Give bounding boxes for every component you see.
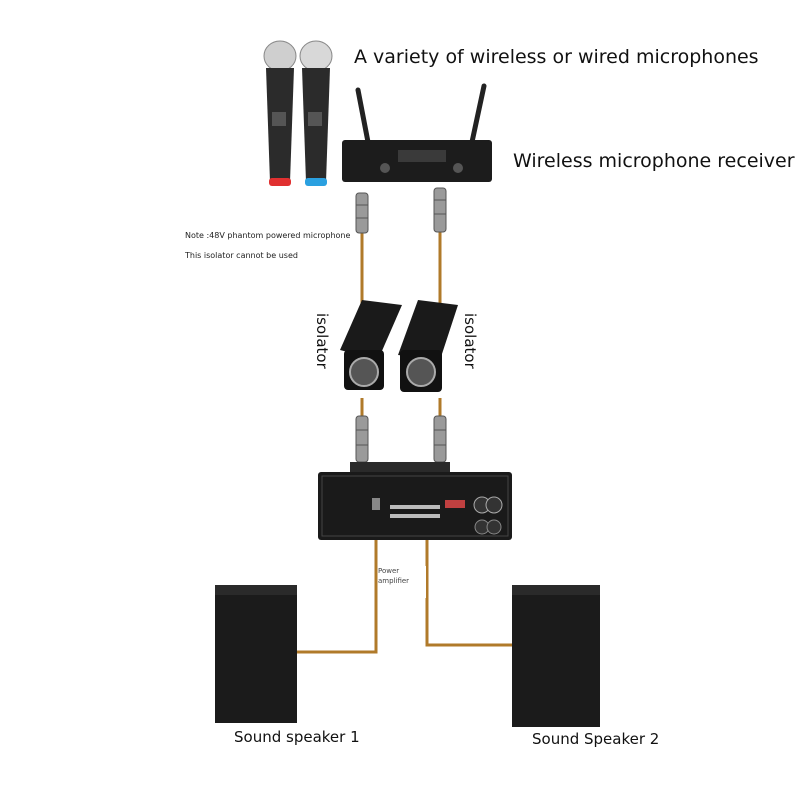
microphone-left [263, 40, 297, 186]
speaker2-label: Sound Speaker 2 [532, 730, 660, 748]
power-amplifier [318, 462, 512, 540]
sound-speaker-1 [215, 585, 297, 723]
isolator-left-device [340, 300, 402, 390]
note-line-1: Note :48V phantom powered microphone [185, 231, 351, 240]
microphones-label: A variety of wireless or wired microphon… [354, 46, 759, 68]
power-amplifier-label-line-1: Power [378, 567, 400, 575]
isolator-right-device [398, 300, 458, 392]
isolator-left-label: isolator [313, 313, 331, 369]
cable-amp-to-speaker2 [425, 540, 512, 647]
speaker1-label: Sound speaker 1 [234, 728, 360, 746]
sound-speaker-2 [512, 585, 600, 727]
xlr-connector-top-left [355, 192, 369, 234]
xlr-connector-top-right [433, 187, 447, 233]
power-amplifier-label-box: Power amplifier [378, 566, 426, 598]
xlr-connector-bottom-right [433, 415, 447, 463]
isolator-right-label: isolator [461, 313, 479, 369]
power-amplifier-label-line-2: amplifier [378, 577, 410, 585]
xlr-connector-bottom-left [355, 415, 369, 463]
wireless-receiver [342, 83, 492, 182]
microphone-right [299, 40, 333, 186]
note-line-2: This isolator cannot be used [185, 251, 298, 260]
receiver-label: Wireless microphone receiver [513, 150, 795, 172]
cable-amp-to-speaker1 [296, 540, 378, 654]
